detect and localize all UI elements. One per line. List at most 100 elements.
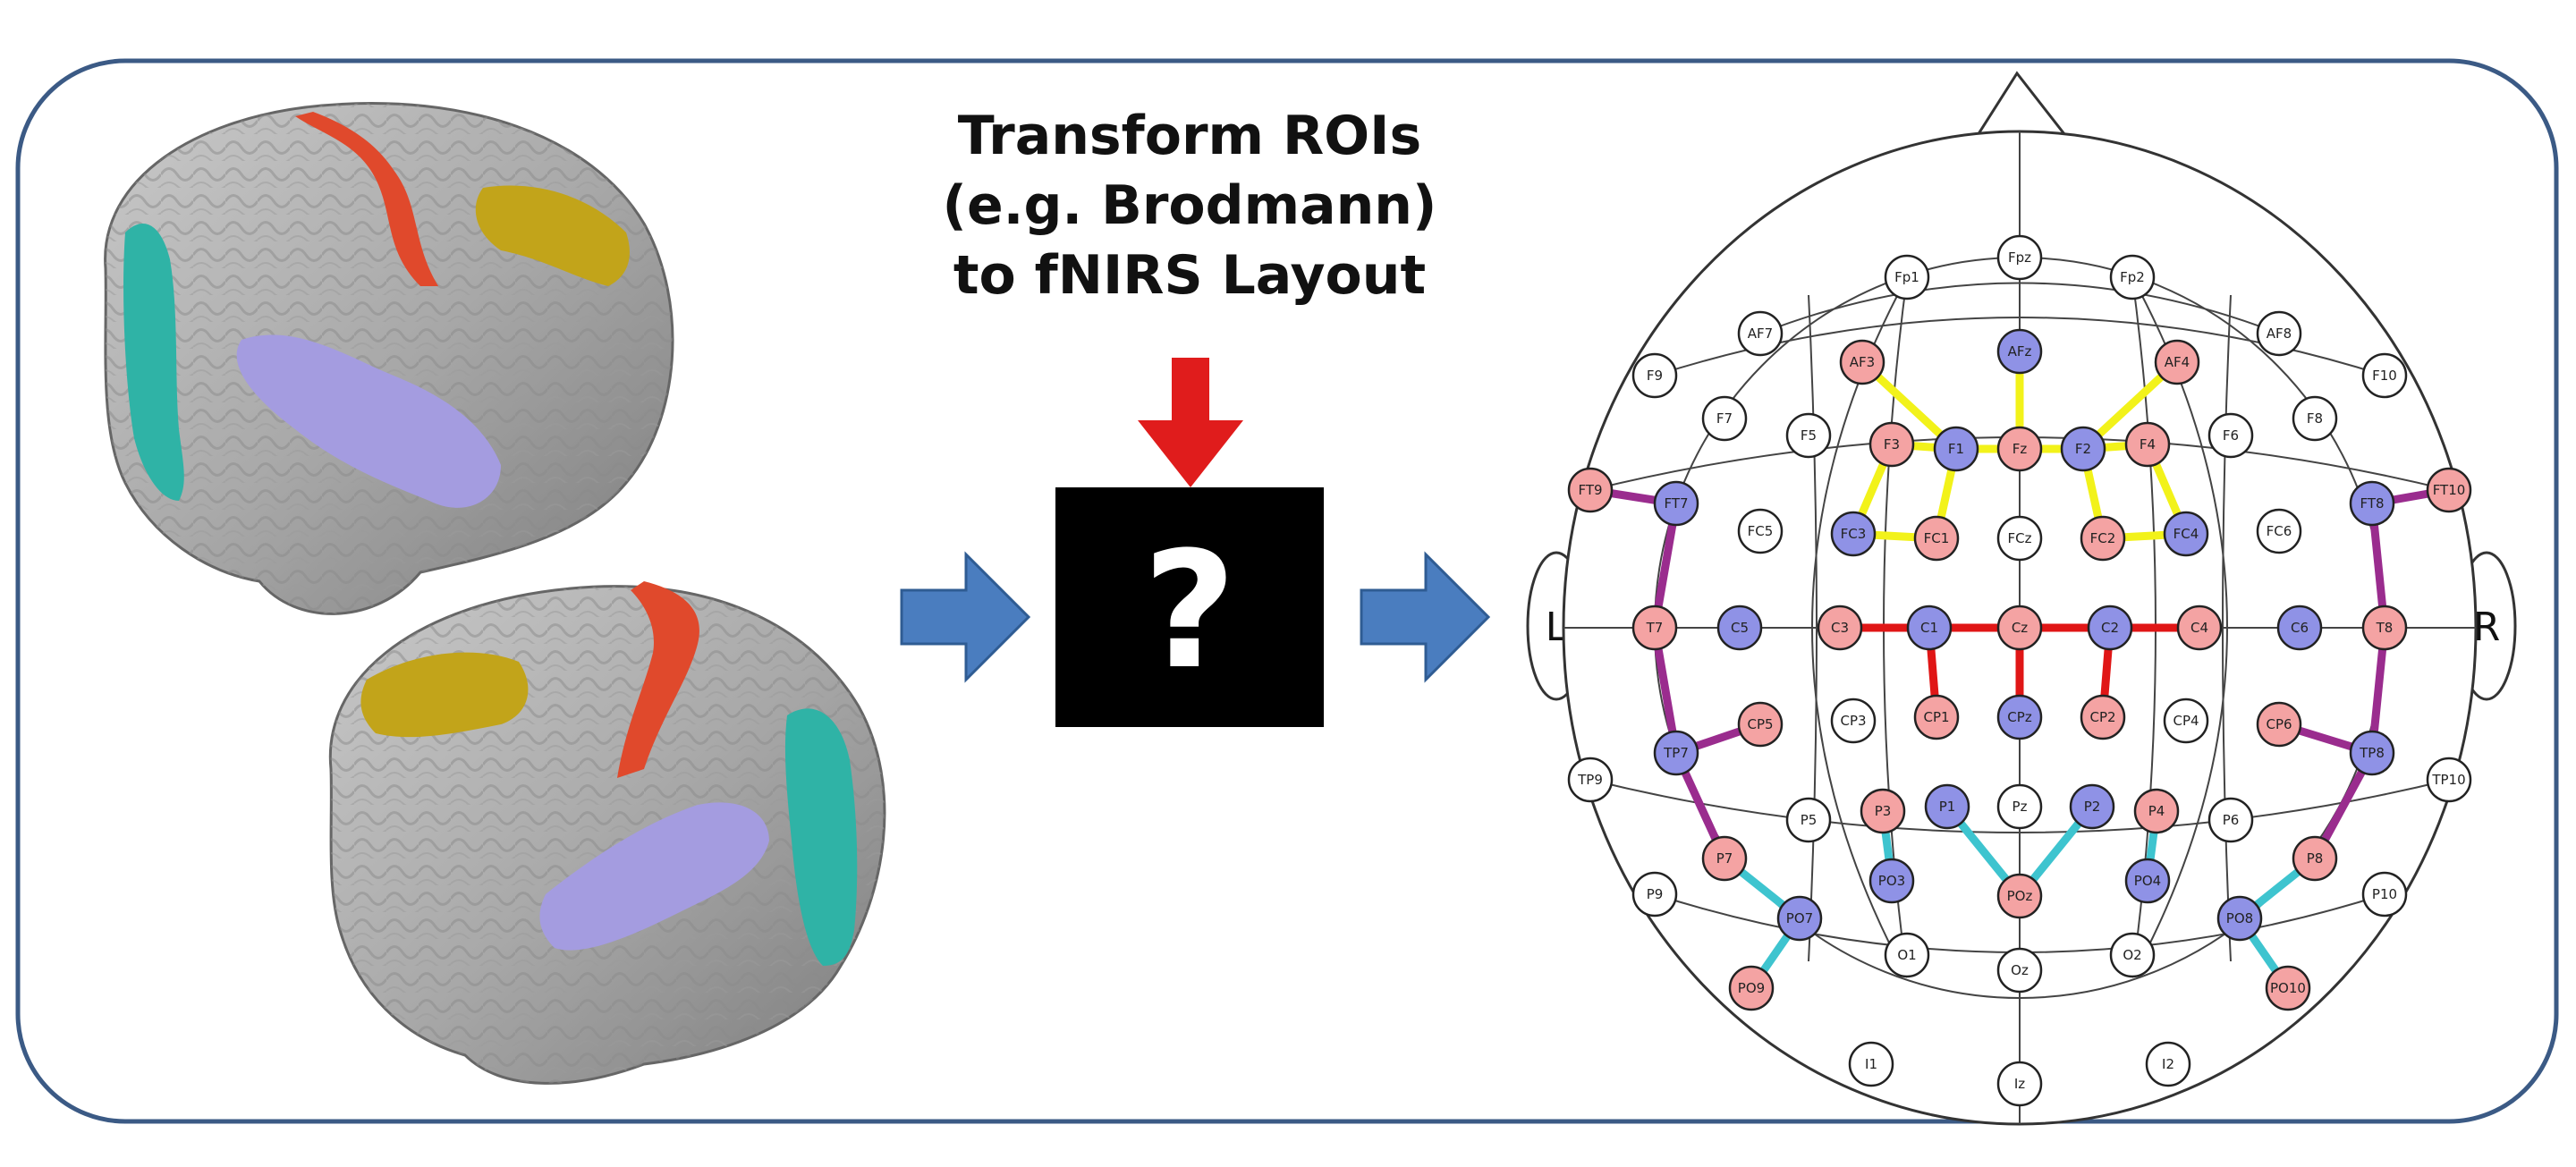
blue-arrow-left	[900, 551, 1031, 683]
electrode-Fz: Fz	[1996, 426, 2043, 472]
electrode-label: CP3	[1840, 713, 1866, 729]
electrode-C2: C2	[2087, 605, 2133, 651]
electrode-label: CP2	[2089, 709, 2115, 725]
electrode-AF8: AF8	[2256, 310, 2302, 357]
electrode-C1: C1	[1906, 605, 1953, 651]
electrode-label: P7	[1716, 850, 1733, 867]
electrode-FT8: FT8	[2349, 480, 2395, 527]
electrode-label: I1	[1865, 1056, 1877, 1072]
electrode-label: C2	[2101, 620, 2119, 636]
electrode-P4: P4	[2133, 788, 2180, 834]
electrode-Fp1: Fp1	[1884, 254, 1930, 300]
electrode-CP5: CP5	[1737, 701, 1784, 748]
electrode-PO10: PO10	[2265, 965, 2311, 1011]
electrode-TP7: TP7	[1653, 730, 1699, 776]
electrode-T7: T7	[1631, 605, 1678, 651]
electrode-label: F5	[1801, 427, 1817, 444]
electrode-FC4: FC4	[2163, 511, 2209, 557]
electrode-P3: P3	[1860, 788, 1906, 834]
electrode-FT7: FT7	[1653, 480, 1699, 527]
electrode-CP2: CP2	[2080, 694, 2126, 740]
electrode-I1: I1	[1848, 1041, 1894, 1087]
electrode-FCz: FCz	[1996, 515, 2043, 562]
electrode-PO8: PO8	[2216, 895, 2263, 942]
electrode-label: C3	[1831, 620, 1849, 636]
electrode-label: F2	[2075, 441, 2091, 457]
electrode-label: P5	[1801, 812, 1818, 828]
electrode-Fpz: Fpz	[1996, 234, 2043, 281]
electrode-label: P10	[2372, 886, 2397, 902]
blue-arrow-right	[1360, 551, 1491, 683]
electrode-label: FC5	[1748, 523, 1774, 539]
electrode-label: F8	[2307, 410, 2323, 427]
electrode-label: C6	[2291, 620, 2309, 636]
question-mark: ?	[1143, 518, 1236, 705]
electrode-label: Fp1	[1894, 269, 1919, 285]
electrode-F1: F1	[1933, 426, 1979, 472]
electrode-label: CP6	[2266, 716, 2292, 732]
electrode-label: F3	[1884, 436, 1900, 452]
electrode-AF4: AF4	[2154, 339, 2200, 385]
electrode-C5: C5	[1716, 605, 1763, 651]
electrode-label: I2	[2162, 1056, 2174, 1072]
electrode-FC2: FC2	[2080, 515, 2126, 562]
electrode-label: FT9	[1578, 482, 1602, 498]
electrode-F2: F2	[2060, 426, 2106, 472]
electrode-T8: T8	[2361, 605, 2408, 651]
electrode-label: FT7	[1664, 495, 1688, 512]
electrode-P2: P2	[2069, 783, 2115, 830]
grid-arc	[2222, 294, 2232, 962]
electrode-label: PO7	[1786, 910, 1813, 926]
electrode-label: P2	[2084, 799, 2101, 815]
electrode-Pz: Pz	[1996, 783, 2043, 830]
electrode-label: F1	[1948, 441, 1964, 457]
electrode-label: AFz	[2008, 343, 2032, 359]
electrode-P8: P8	[2292, 835, 2338, 882]
electrode-label: F9	[1647, 368, 1663, 384]
electrode-TP9: TP9	[1567, 757, 1614, 803]
grid-arc	[1759, 282, 2280, 334]
electrode-label: F4	[2140, 436, 2156, 452]
electrode-label: CP4	[2173, 713, 2199, 729]
electrode-label: Pz	[2012, 799, 2028, 815]
electrode-label: AF4	[2165, 354, 2190, 370]
electrode-label: FT10	[2433, 482, 2466, 498]
caption-line-1: Transform ROIs	[958, 105, 1421, 167]
electrode-label: Oz	[2011, 962, 2029, 978]
electrode-label: P6	[2223, 812, 2240, 828]
electrode-label: F6	[2223, 427, 2239, 444]
electrode-CP4: CP4	[2163, 698, 2209, 744]
electrode-label: FC3	[1841, 526, 1867, 542]
electrode-label: AF8	[2267, 326, 2292, 342]
electrode-O1: O1	[1884, 932, 1930, 978]
electrode-PO4: PO4	[2124, 858, 2171, 904]
electrode-P10: P10	[2361, 871, 2408, 918]
electrode-label: F10	[2372, 368, 2397, 384]
right-marker: R	[2473, 605, 2501, 650]
electrode-F3: F3	[1868, 421, 1915, 468]
electrode-I2: I2	[2145, 1041, 2191, 1087]
electrode-FC1: FC1	[1913, 515, 1960, 562]
electrode-AF7: AF7	[1737, 310, 1784, 357]
electrode-C6: C6	[2276, 605, 2323, 651]
electrode-F7: F7	[1701, 395, 1748, 442]
electrode-CP6: CP6	[2256, 701, 2302, 748]
caption-line-2: (e.g. Brodmann)	[943, 174, 1437, 237]
electrode-label: F7	[1716, 410, 1733, 427]
electrode-TP8: TP8	[2349, 730, 2395, 776]
electrode-TP10: TP10	[2426, 757, 2472, 803]
electrode-label: FC2	[2090, 530, 2116, 546]
electrode-Iz: Iz	[1996, 1061, 2043, 1107]
electrode-POz: POz	[1996, 873, 2043, 919]
electrode-label: Fpz	[2008, 249, 2031, 266]
electrode-PO7: PO7	[1776, 895, 1823, 942]
electrode-label: PO10	[2270, 980, 2306, 996]
electrode-P6: P6	[2207, 797, 2254, 843]
electrode-CP1: CP1	[1913, 694, 1960, 740]
electrode-label: FC4	[2174, 526, 2199, 542]
red-down-arrow	[1138, 358, 1243, 487]
electrode-FT10: FT10	[2426, 467, 2472, 513]
brain-lateral-right-image	[328, 581, 886, 1085]
